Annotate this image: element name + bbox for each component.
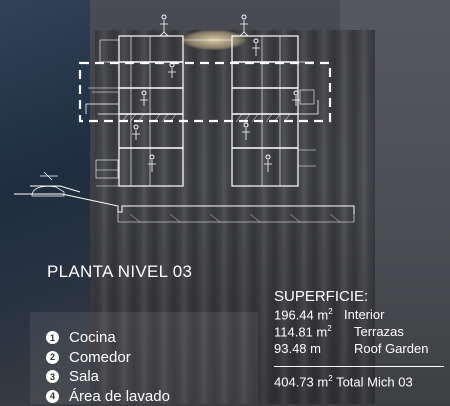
divider (274, 366, 444, 367)
area-total: 404.73 m2 Total Mich 03 (274, 374, 413, 389)
room-label: Cocina (69, 329, 116, 346)
number-badge: 4 (46, 390, 59, 403)
room-label: Sala (69, 368, 99, 385)
list-item: 4 Área de lavado (46, 387, 170, 406)
list-item: 3 Sala (46, 367, 170, 387)
room-label: Comedor (69, 349, 131, 366)
number-badge: 1 (46, 331, 59, 344)
list-item: 1 Cocina (46, 328, 170, 348)
number-badge: 2 (46, 351, 59, 364)
plan-title: PLANTA NIVEL 03 (47, 262, 192, 282)
list-item: 2 Comedor (46, 348, 170, 368)
superficie-heading: SUPERFICIE: (274, 288, 368, 305)
rooms-list: 1 Cocina 2 Comedor 3 Sala 4 Área de lava… (46, 328, 170, 406)
number-badge: 3 (46, 370, 59, 383)
room-label: Área de lavado (69, 388, 170, 405)
